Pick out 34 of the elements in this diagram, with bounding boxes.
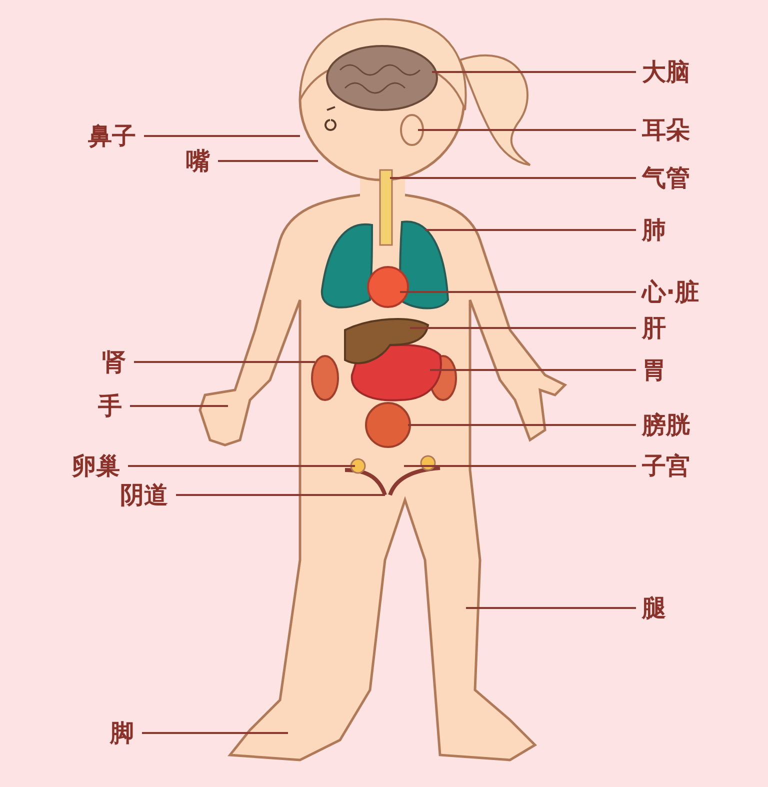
organ-label: 腿 (642, 594, 666, 622)
organ-label: 胃 (642, 356, 666, 384)
leader-line (410, 327, 636, 329)
leader-line (430, 369, 636, 371)
organ-label: 肺 (642, 216, 666, 244)
leader-line (128, 465, 355, 467)
organ-label: 气管 (642, 164, 690, 192)
leader-line (400, 291, 636, 293)
leader-line (404, 465, 636, 467)
organ-label: 手 (98, 392, 122, 420)
organ-label: 嘴 (186, 147, 210, 175)
organ-label: 卵巢 (72, 452, 120, 480)
leader-line (142, 732, 288, 734)
leader-line (176, 494, 385, 496)
leader-line (408, 424, 636, 426)
organ-label: 子宫 (642, 452, 690, 480)
leader-line (466, 607, 636, 609)
organ-label: 大脑 (642, 58, 690, 86)
organ-label: 膀胱 (642, 411, 690, 439)
organ-label: 心·脏 (642, 278, 700, 306)
leader-line (432, 71, 636, 73)
leader-line (390, 177, 636, 179)
leader-line (144, 135, 300, 137)
organ-label: 肝 (642, 314, 666, 342)
leader-line (418, 129, 636, 131)
organ-label: 耳朵 (642, 116, 690, 144)
leader-line (218, 160, 318, 162)
organ-label: 阴道 (120, 481, 168, 509)
organ-label: 脚 (110, 719, 134, 747)
organ-label: 肾 (102, 348, 126, 376)
leader-line (425, 229, 636, 231)
organ-label: 鼻子 (88, 122, 136, 150)
leader-line (134, 361, 315, 363)
leader-line (130, 405, 228, 407)
